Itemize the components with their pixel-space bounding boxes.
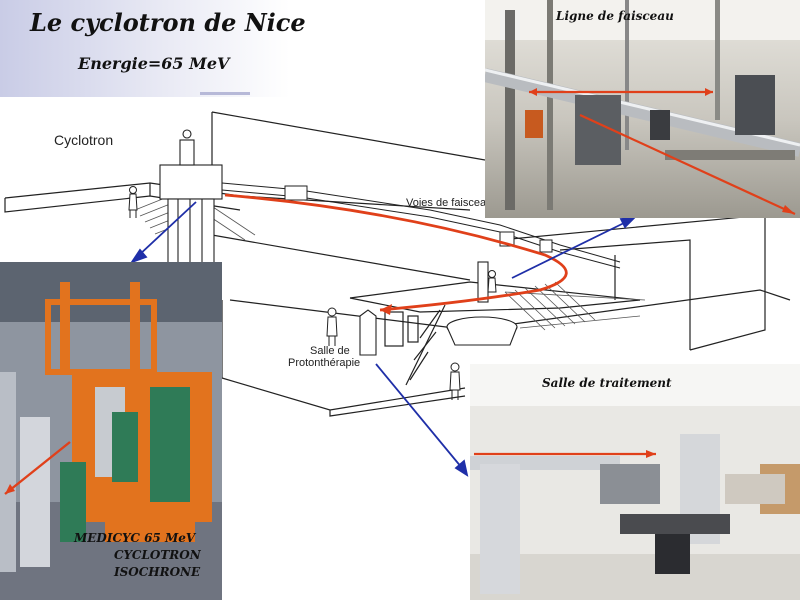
- caption-treatment-room: Salle de traitement: [542, 376, 672, 390]
- photo-cyclotron: [0, 262, 222, 600]
- title-panel: [0, 0, 290, 97]
- caption-cyclotron-line3: ISOCHRONE: [114, 565, 201, 579]
- photo-beam-line: [485, 0, 800, 218]
- label-beam-lines: Voies de faisceau: [406, 197, 493, 209]
- facility-diagram: [4, 111, 791, 477]
- page-title: Le cyclotron de Nice: [30, 8, 306, 37]
- label-treatment-room-line2: Protonthérapie: [288, 357, 361, 369]
- label-treatment-room-line1: Salle de: [310, 345, 350, 357]
- label-cyclotron: Cyclotron: [54, 132, 114, 148]
- caption-cyclotron-line2: CYCLOTRON: [114, 548, 201, 562]
- decorative-bar: [200, 92, 250, 95]
- photo-treatment-room: [470, 364, 800, 600]
- caption-beam-line: Ligne de faisceau: [556, 9, 674, 23]
- page-subtitle: Energie=65 MeV: [78, 54, 230, 73]
- caption-cyclotron-line1: MEDICYC 65 MeV: [74, 531, 196, 545]
